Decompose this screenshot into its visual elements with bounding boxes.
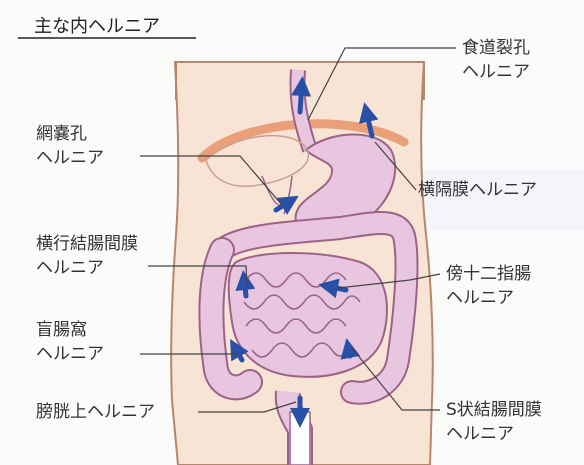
label-diaphragmatic-hernia: 横隔膜ヘルニア xyxy=(418,178,537,202)
label-line: ヘルニア xyxy=(462,60,530,84)
arrow-esophageal xyxy=(300,84,302,112)
arrow-transverse xyxy=(244,278,246,296)
label-line: 食道裂孔 xyxy=(462,36,530,60)
label-line: ヘルニア xyxy=(36,342,104,366)
label-esophageal-hiatal-hernia: 食道裂孔 ヘルニア xyxy=(462,36,530,84)
arrow-sigmoid xyxy=(348,346,350,356)
label-line: 横行結腸間膜 xyxy=(36,232,138,256)
small-intestine xyxy=(229,253,387,377)
label-line: ヘルニア xyxy=(446,286,531,310)
label-cecal-hernia: 盲腸窩 ヘルニア xyxy=(36,318,104,366)
label-line: ヘルニア xyxy=(36,146,104,170)
label-paraduodenal-hernia: 傍十二指腸 ヘルニア xyxy=(446,262,531,310)
label-line: ヘルニア xyxy=(36,256,138,280)
label-line: ヘルニア xyxy=(446,422,542,446)
label-transverse-mesocolon-hernia: 横行結腸間膜 ヘルニア xyxy=(36,232,138,280)
label-line: 盲腸窩 xyxy=(36,318,104,342)
label-line: 傍十二指腸 xyxy=(446,262,531,286)
label-foramen-hernia: 網嚢孔 ヘルニア xyxy=(36,122,104,170)
label-line: 網嚢孔 xyxy=(36,122,104,146)
diagram-title: 主な内ヘルニア xyxy=(34,12,160,38)
label-supravesical-hernia: 膀胱上ヘルニア xyxy=(36,400,155,424)
label-sigmoid-mesocolon-hernia: S状結腸間膜 ヘルニア xyxy=(446,398,542,446)
label-line: S状結腸間膜 xyxy=(446,398,542,422)
